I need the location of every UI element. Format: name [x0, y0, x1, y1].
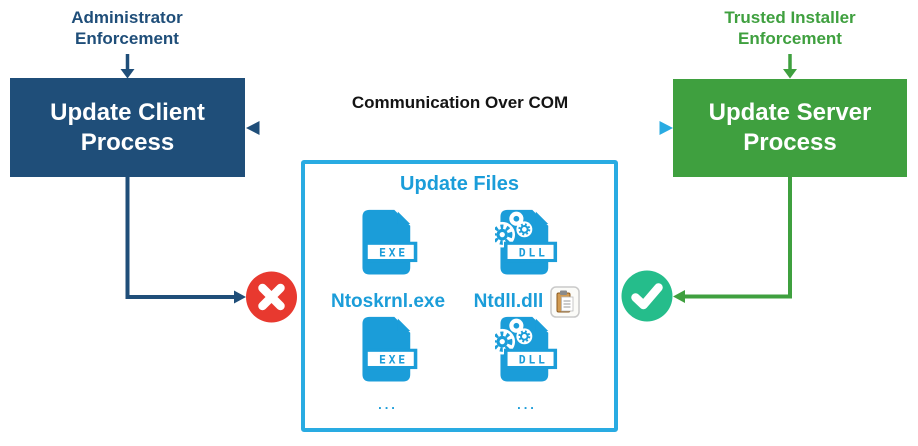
dll-badge-text: DLL [519, 352, 548, 366]
admin-enforcement-label: Administrator Enforcement [71, 8, 183, 48]
update-client-process-label: Update Client Process [50, 98, 205, 156]
com-double-arrow [246, 121, 673, 135]
file-name-ntoskrnl: Ntoskrnl.exe [330, 291, 446, 312]
admin-enforcement-arrow [120, 54, 135, 79]
dll-file-icon: DLL [495, 209, 558, 275]
update-server-process-label: Update Server Process [708, 99, 872, 156]
update-files-panel: Update Files EXE DLL [301, 160, 618, 432]
allowed-check-icon [621, 270, 673, 322]
update-server-process-box: Update Server Process [673, 79, 907, 177]
update-client-process-box: Update Client Process [10, 78, 245, 177]
server-allowed-connector [673, 177, 792, 303]
update-files-title: Update Files [400, 173, 519, 195]
client-denied-connector [125, 177, 246, 304]
trusted-enforcement-label: Trusted Installer Enforcement [724, 8, 856, 48]
more-exe-files-ellipsis: ... [378, 397, 398, 412]
clipboard-icon [550, 286, 581, 318]
trusted-enforcement-arrow [783, 54, 797, 79]
dll-badge-text: DLL [519, 245, 548, 259]
denied-x-icon [246, 271, 297, 323]
exe-badge-text: EXE [379, 352, 408, 366]
more-dll-files-ellipsis: ... [517, 397, 537, 412]
exe-badge-text: EXE [379, 245, 408, 259]
com-communication-label: Communication Over COM [351, 93, 569, 112]
exe-file-icon: EXE [362, 316, 418, 382]
dll-file-icon: DLL [495, 316, 558, 382]
file-name-ntdll: Ntdll.dll [444, 286, 610, 318]
exe-file-icon: EXE [362, 209, 418, 275]
